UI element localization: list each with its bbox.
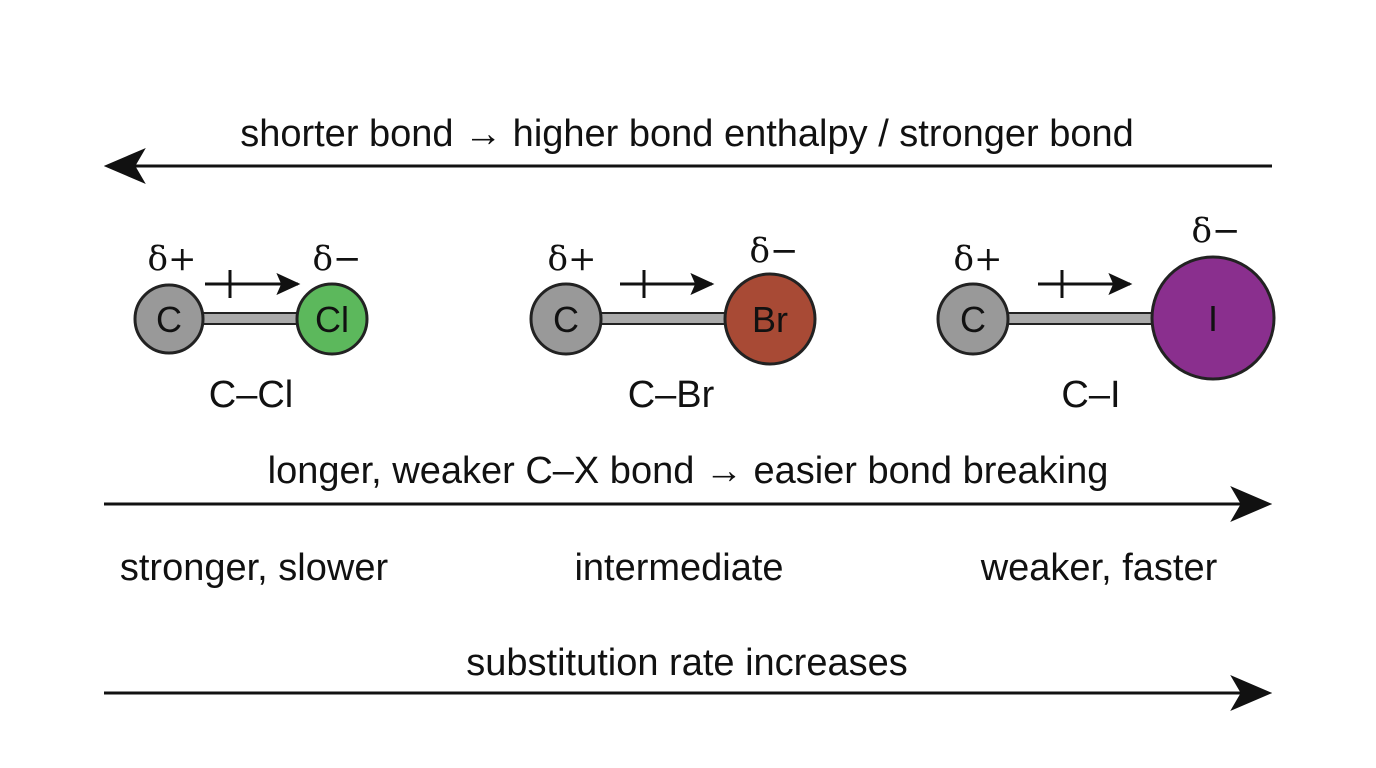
strength-label-c-br: intermediate xyxy=(574,547,783,589)
carbon-symbol: C xyxy=(156,299,182,340)
iodine-atom xyxy=(1150,255,1276,381)
carbon-symbol: C xyxy=(960,299,986,340)
iodine-symbol: I xyxy=(1208,298,1218,339)
bottom-arrow-label: substitution rate increases xyxy=(466,642,907,684)
partial-positive-charge: δ+ xyxy=(954,239,1003,279)
bond-label: C–I xyxy=(1061,374,1120,416)
middle-arrow-label: longer, weaker C–X bond → easier bond br… xyxy=(268,450,1109,492)
carbon-atom xyxy=(133,283,205,355)
bond-c-cl xyxy=(194,312,311,325)
carbon-atom xyxy=(529,282,603,356)
bond-label: C–Cl xyxy=(209,374,293,416)
dipole-arrow xyxy=(1038,270,1133,298)
bromine-atom xyxy=(723,272,817,366)
partial-positive-charge: δ+ xyxy=(148,239,197,279)
top-arrow-label: shorter bond → higher bond enthalpy / st… xyxy=(240,113,1134,155)
chlorine-atom xyxy=(295,282,369,356)
bromine-symbol: Br xyxy=(752,299,788,340)
partial-negative-charge: δ− xyxy=(1192,211,1241,251)
molecule-c-i: C I δ+ δ− C–I xyxy=(936,211,1276,416)
bond-c-br xyxy=(591,312,741,325)
partial-positive-charge: δ+ xyxy=(548,239,597,279)
molecule-c-br: C Br δ+ δ− C–Br xyxy=(529,231,817,416)
carbon-atom xyxy=(936,282,1010,356)
partial-negative-charge: δ− xyxy=(750,231,799,271)
carbon-symbol: C xyxy=(553,299,579,340)
strength-label-c-cl: stronger, slower xyxy=(120,547,389,589)
partial-negative-charge: δ− xyxy=(313,239,362,279)
chlorine-symbol: Cl xyxy=(315,299,349,340)
dipole-arrow xyxy=(620,270,715,298)
bond-c-i xyxy=(999,312,1161,325)
molecule-c-cl: C Cl δ+ δ− C–Cl xyxy=(133,239,369,416)
strength-label-c-i: weaker, faster xyxy=(980,547,1218,589)
bond-label: C–Br xyxy=(628,374,715,416)
dipole-arrow xyxy=(205,270,301,298)
